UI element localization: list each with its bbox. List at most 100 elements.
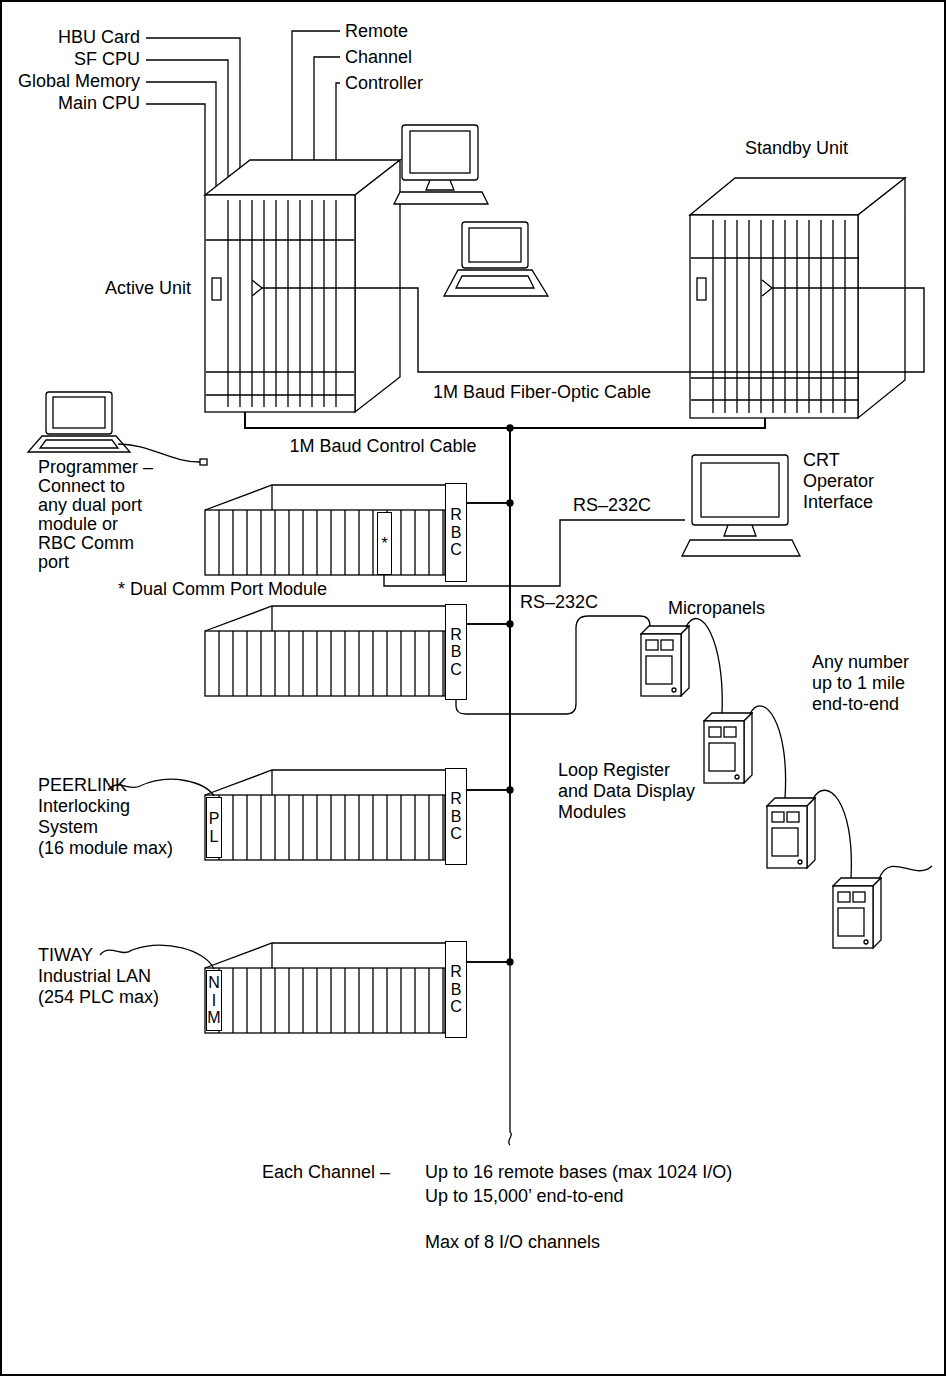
module-slot — [386, 968, 387, 1033]
annotation: Loop Register and Data Display Modules — [558, 760, 700, 823]
annotation: Main CPU — [58, 93, 140, 114]
module-slot — [274, 631, 275, 696]
crt-interface: CRT Operator Interface — [685, 440, 905, 575]
card-slot — [335, 200, 336, 407]
module-slot — [428, 968, 429, 1033]
module-slot — [386, 795, 387, 860]
node-label: Active Unit — [105, 278, 191, 299]
cable-line — [467, 418, 765, 503]
module-slot — [330, 631, 331, 696]
cable — [384, 520, 685, 586]
programmer-terminal: Programmer – Connect to any dual port mo… — [30, 385, 220, 575]
card-slot — [724, 220, 725, 413]
node-label: Standby Unit — [745, 138, 848, 159]
annotation: Up to 15,000’ end-to-end — [425, 1186, 623, 1207]
card-slot — [796, 220, 797, 413]
cable-line — [467, 418, 765, 962]
micropanel — [704, 713, 752, 783]
annotation: Up to 16 remote bases (max 1024 I/O) — [425, 1162, 732, 1183]
module-slot — [344, 968, 345, 1033]
module-slot — [302, 968, 303, 1033]
rbc-module: RBC — [445, 483, 467, 582]
nim-module: NIM — [206, 970, 222, 1031]
module-slot — [246, 510, 247, 575]
module-slot — [330, 510, 331, 575]
laptop-base — [444, 270, 548, 296]
module-slot — [428, 510, 429, 575]
module-slot — [428, 631, 429, 696]
module-slot — [358, 631, 359, 696]
cpu-unit: Active Unit — [105, 160, 400, 412]
annotation: (254 PLC max) — [38, 987, 159, 1008]
annotation: TIWAY Industrial LAN — [38, 945, 163, 987]
module-slot — [288, 968, 289, 1033]
module-slot — [232, 968, 233, 1033]
laptop-display — [469, 228, 521, 262]
remote-bases — [205, 485, 465, 1033]
module-slot — [400, 510, 401, 575]
annotation: Max of 8 I/O channels — [425, 1232, 600, 1253]
module-slot — [414, 795, 415, 860]
module-slot — [428, 795, 429, 860]
module-label: RBC — [448, 790, 464, 843]
cabinet-side — [355, 160, 400, 412]
annotation: Global Memory — [18, 71, 140, 92]
crt-screen — [701, 463, 779, 517]
module-label: PL — [207, 810, 221, 845]
card-slot — [748, 220, 749, 413]
card-slot — [287, 200, 288, 407]
module-slot — [414, 968, 415, 1033]
module-slot — [302, 510, 303, 575]
module-slot — [344, 631, 345, 696]
leader-line — [292, 31, 340, 160]
module-slot — [260, 631, 261, 696]
cabinet-door — [697, 278, 706, 300]
cable-line — [245, 412, 510, 503]
module-slot — [386, 631, 387, 696]
node-label: CRT Operator Interface — [803, 450, 895, 513]
annotation: RS–232C — [520, 592, 598, 613]
card-slot — [712, 220, 713, 413]
module-slot — [316, 510, 317, 575]
base-top — [205, 770, 465, 795]
laptop-keys — [456, 276, 534, 288]
laptop-screen — [462, 222, 528, 268]
module-slot — [330, 968, 331, 1033]
cable — [245, 412, 510, 503]
module-label: RBC — [448, 626, 464, 679]
module-slot — [260, 510, 261, 575]
module-slot — [288, 795, 289, 860]
module-slot — [288, 510, 289, 575]
cabinet-door — [212, 278, 221, 300]
card-slot — [263, 200, 264, 407]
micropanel-cable — [686, 619, 932, 879]
module-slot — [274, 968, 275, 1033]
cable-line — [400, 288, 924, 372]
module-slot — [330, 795, 331, 860]
laptop-screen — [46, 392, 112, 434]
card-slot — [299, 200, 300, 407]
crt-keyboard — [682, 540, 800, 556]
terminal-stand — [426, 180, 454, 190]
card-slot — [772, 220, 773, 413]
cable-label: 1M Baud Fiber-Optic Cable — [430, 382, 654, 402]
card-slot — [227, 200, 228, 407]
cable-label: 1M Baud Control Cable — [286, 436, 479, 456]
annotation: * Dual Comm Port Module — [118, 579, 327, 600]
module-slot — [358, 510, 359, 575]
module-slot — [246, 795, 247, 860]
cable-line — [245, 412, 510, 962]
module-slot — [246, 968, 247, 1033]
cable-line — [467, 418, 765, 624]
module-slot — [246, 631, 247, 696]
annotation: Each Channel – — [262, 1162, 390, 1183]
module-slot — [358, 795, 359, 860]
cable — [467, 418, 765, 503]
base-front — [205, 510, 445, 575]
module-slot — [288, 631, 289, 696]
module-slot — [442, 631, 443, 696]
card-slot — [808, 220, 809, 413]
rs232-cable — [456, 616, 650, 714]
card-slot — [311, 200, 312, 407]
